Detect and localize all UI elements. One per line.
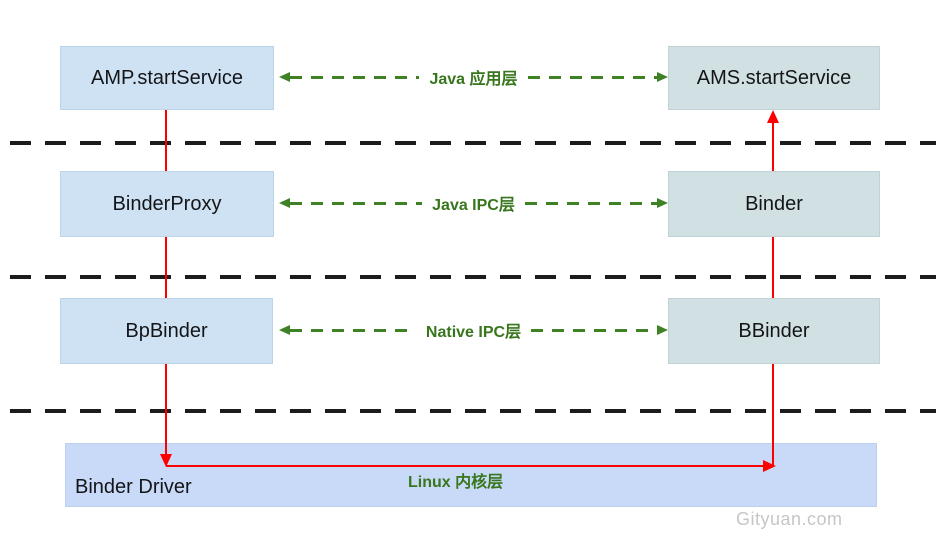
bbinder-box: BBinder bbox=[668, 298, 880, 364]
red-flow-line-up bbox=[772, 120, 774, 467]
green-arrowhead-right-icon bbox=[657, 325, 668, 335]
green-arrowhead-left-icon bbox=[279, 325, 290, 335]
layer-separator-dashed-line bbox=[10, 141, 936, 145]
java-ipc-layer-label: Java IPC层 bbox=[432, 197, 515, 214]
linux-kernel-layer-label: Linux 内核层 bbox=[408, 474, 504, 491]
green-dashed-segment bbox=[290, 201, 423, 205]
green-dashed-segment bbox=[290, 328, 416, 332]
green-arrowhead-right-icon bbox=[657, 72, 669, 82]
native-ipc-layer-label: Native IPC层 bbox=[425, 324, 522, 341]
binder-driver-box bbox=[65, 443, 877, 507]
java-ipc-layer-arrow: Java IPC层 bbox=[279, 191, 668, 215]
binderproxy-box: BinderProxy bbox=[60, 171, 274, 237]
green-dashed-segment bbox=[527, 75, 658, 79]
binder-box: Binder bbox=[668, 171, 880, 237]
java-app-layer-arrow: Java 应用层 bbox=[279, 65, 669, 89]
green-dashed-segment bbox=[531, 328, 657, 332]
green-arrowhead-right-icon bbox=[657, 198, 668, 208]
red-flow-line-down bbox=[165, 110, 167, 463]
red-flow-line-across bbox=[166, 465, 766, 467]
binder-driver-label: Binder Driver bbox=[75, 476, 192, 498]
green-dashed-segment bbox=[524, 201, 657, 205]
amp-startservice-box: AMP.startService bbox=[60, 46, 274, 110]
green-arrowhead-left-icon bbox=[279, 72, 290, 82]
green-arrowhead-left-icon bbox=[279, 198, 290, 208]
bpbinder-box: BpBinder bbox=[60, 298, 273, 364]
red-arrowhead-up-icon bbox=[767, 110, 779, 123]
watermark: Gityuan.com bbox=[736, 509, 843, 529]
red-arrowhead-down-icon bbox=[160, 454, 172, 467]
layer-separator-dashed-line bbox=[10, 275, 936, 279]
java-app-layer-label: Java 应用层 bbox=[429, 71, 518, 88]
native-ipc-layer-arrow: Native IPC层 bbox=[279, 318, 668, 342]
ams-startservice-box: AMS.startService bbox=[668, 46, 880, 110]
green-dashed-segment bbox=[290, 75, 420, 79]
red-arrowhead-right-icon bbox=[763, 460, 776, 472]
layer-separator-dashed-line bbox=[10, 409, 936, 413]
